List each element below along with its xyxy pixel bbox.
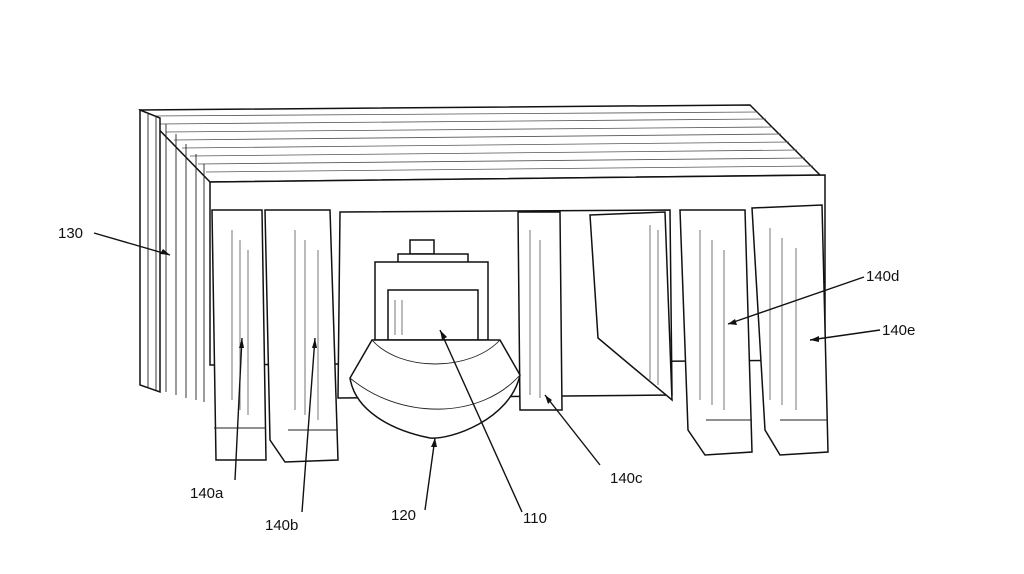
label-130: 130 xyxy=(58,225,83,242)
label-140b: 140b xyxy=(265,517,298,534)
fin-stack xyxy=(138,104,822,402)
emitter-assembly xyxy=(374,239,489,341)
label-120: 120 xyxy=(391,507,416,524)
leg-140a xyxy=(211,209,267,461)
inner-panel xyxy=(589,211,673,402)
leg-140e xyxy=(751,204,829,456)
label-140a: 140a xyxy=(190,485,224,502)
leg-140d xyxy=(679,209,753,456)
label-140d: 140d xyxy=(866,268,899,285)
label-110: 110 xyxy=(523,510,547,527)
lens xyxy=(349,339,521,439)
label-140c: 140c xyxy=(610,470,643,487)
reference-labels: 130 140a 140b 120 110 140c 140d 140e xyxy=(58,225,915,534)
leg-140b xyxy=(264,209,339,463)
leg-140c xyxy=(517,211,563,411)
label-140e: 140e xyxy=(882,322,915,339)
leader-lines xyxy=(93,232,881,513)
